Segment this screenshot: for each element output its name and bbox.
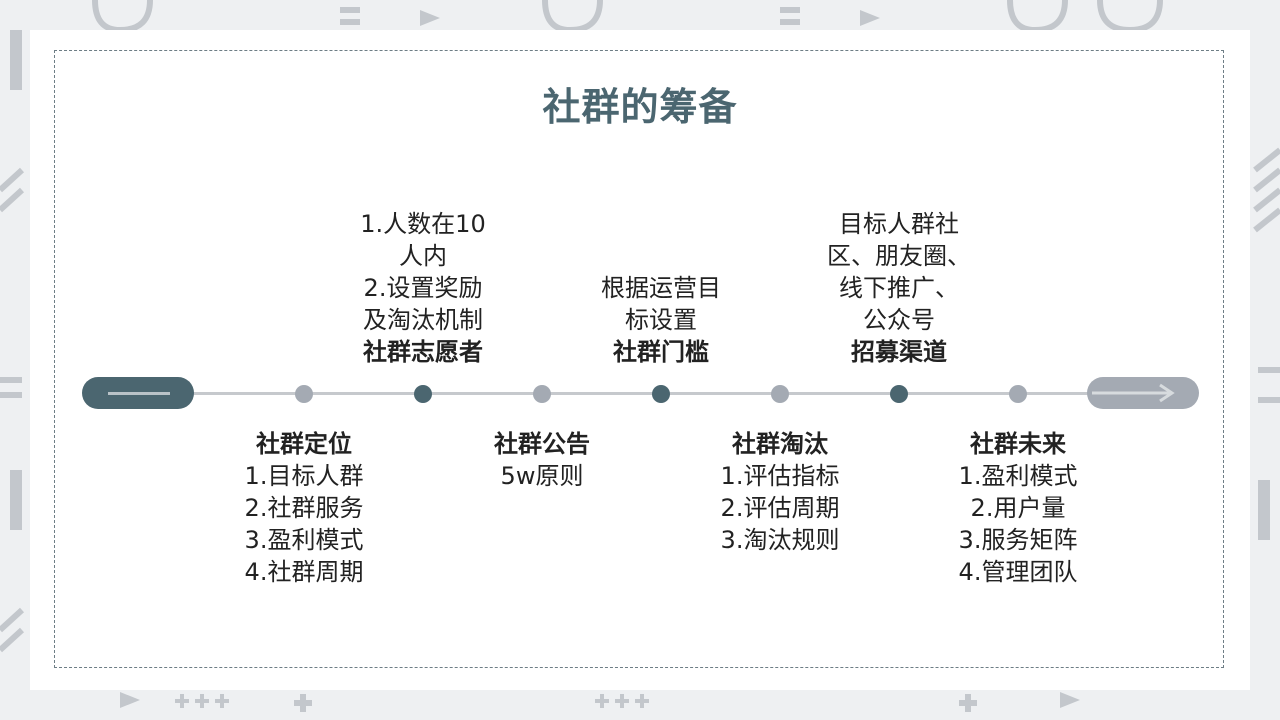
stage-detail-line: 2.用户量 — [970, 494, 1066, 522]
stage-detail-line: 目标人群社 — [839, 210, 959, 238]
stage-detail-line: 3.淘汰规则 — [720, 526, 840, 554]
stage-detail-line: 人内 — [399, 242, 447, 270]
stage-detail-line: 根据运营目 — [601, 274, 721, 302]
stage-detail-line: 5w原则 — [500, 462, 584, 490]
stage-detail-line: 3.服务矩阵 — [958, 526, 1078, 554]
page-title: 社群的筹备 — [542, 85, 738, 129]
stage-detail-line: 公众号 — [863, 306, 935, 334]
stage-detail-line: 4.社群周期 — [244, 558, 364, 586]
stage-detail-line: 1.评估指标 — [720, 462, 840, 490]
stage-detail-line: 3.盈利模式 — [244, 526, 364, 554]
stage-detail-line: 4.管理团队 — [958, 558, 1078, 586]
content-card — [30, 30, 1250, 690]
timeline-start-line — [108, 392, 170, 395]
stage-heading: 社群门槛 — [613, 338, 709, 366]
stage-heading: 社群志愿者 — [363, 338, 483, 366]
arrow-right-icon — [1092, 383, 1175, 403]
stage-detail-line: 线下推广、 — [839, 274, 959, 302]
stage-detail-line: 1.人数在10 — [360, 210, 486, 238]
timeline-node — [652, 385, 670, 403]
stage-detail-line: 及淘汰机制 — [363, 306, 483, 334]
timeline-node — [295, 385, 313, 403]
timeline-node — [771, 385, 789, 403]
stage-label: 目标人群社区、朋友圈、线下推广、公众号招募渠道 — [814, 208, 984, 368]
stage-label: 根据运营目标设置社群门槛 — [576, 272, 746, 368]
stage-detail-line: 2.设置奖励 — [363, 274, 483, 302]
stage-label: 社群淘汰 1.评估指标 2.评估周期 3.淘汰规则 — [695, 428, 865, 556]
stage-detail-line: 1.目标人群 — [244, 462, 364, 490]
stage-label: 社群未来 1.盈利模式 2.用户量 3.服务矩阵 4.管理团队 — [933, 428, 1103, 588]
timeline-node — [533, 385, 551, 403]
timeline-line — [150, 392, 1150, 395]
stage-heading: 社群定位 — [256, 430, 352, 458]
stage-detail-line: 2.社群服务 — [244, 494, 364, 522]
stage-label: 社群公告 5w原则 — [457, 428, 627, 492]
stage-label: 社群定位 1.目标人群 2.社群服务 3.盈利模式 4.社群周期 — [219, 428, 389, 588]
stage-heading: 招募渠道 — [851, 338, 947, 366]
stage-heading: 社群未来 — [970, 430, 1066, 458]
timeline-node — [890, 385, 908, 403]
stage-detail-line: 1.盈利模式 — [958, 462, 1078, 490]
stage-detail-line: 区、朋友圈、 — [827, 242, 971, 270]
stage-detail-line: 2.评估周期 — [720, 494, 840, 522]
stage-detail-line: 标设置 — [625, 306, 697, 334]
dashed-frame — [54, 50, 1224, 668]
stage-heading: 社群淘汰 — [732, 430, 828, 458]
timeline-node — [1009, 385, 1027, 403]
timeline-node — [414, 385, 432, 403]
stage-label: 1.人数在10 人内 2.设置奖励及淘汰机制社群志愿者 — [338, 208, 508, 368]
stage-heading: 社群公告 — [494, 430, 590, 458]
